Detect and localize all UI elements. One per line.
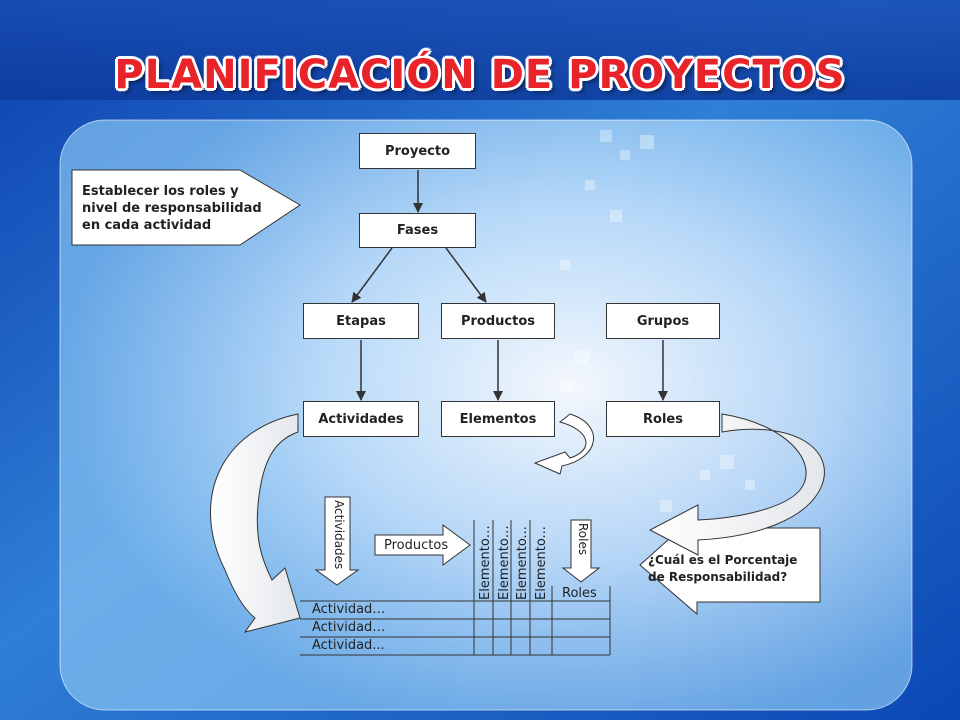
matrix-row-label: Actividad… bbox=[312, 620, 386, 635]
box-actividades: Actividades bbox=[303, 401, 419, 437]
curved-arrow-left bbox=[210, 413, 301, 633]
callout-right-line: de Responsabilidad? bbox=[648, 570, 788, 584]
callout-left-text: Establecer los roles y nivel de responsa… bbox=[82, 183, 262, 234]
box-proyecto: Proyecto bbox=[359, 133, 476, 169]
actividades-arrow-label: Actividades bbox=[332, 500, 346, 570]
connector-fases-etapas bbox=[351, 247, 393, 303]
roles-arrow bbox=[561, 519, 601, 583]
productos-arrow bbox=[374, 524, 471, 566]
matrix-column-header: Elemento… bbox=[497, 525, 512, 600]
box-etapas: Etapas bbox=[303, 303, 419, 339]
slide-title: PLANIFICACIÓN DE PROYECTOS bbox=[114, 52, 846, 98]
callout-right-line: ¿Cuál es el Porcentaje bbox=[648, 553, 798, 567]
matrix-roles-header: Roles bbox=[562, 586, 597, 601]
matrix-row-label: Actividad… bbox=[312, 602, 386, 617]
callout-left-line: Establecer los roles y bbox=[82, 184, 239, 199]
box-roles: Roles bbox=[606, 401, 720, 437]
roles-arrow-label: Roles bbox=[576, 523, 590, 556]
productos-arrow-label: Productos bbox=[384, 538, 449, 553]
callout-left-line: nivel de responsabilidad bbox=[82, 201, 262, 216]
box-grupos: Grupos bbox=[606, 303, 720, 339]
connector-fases-productos bbox=[445, 247, 487, 303]
actividades-arrow bbox=[314, 496, 360, 586]
curved-arrow-right bbox=[648, 413, 825, 556]
matrix-column-header: Elemento... bbox=[534, 526, 549, 600]
callout-left-shape bbox=[71, 169, 301, 246]
box-fases: Fases bbox=[359, 213, 476, 248]
matrix-column-header: Elemento… bbox=[478, 525, 493, 600]
box-elementos: Elementos bbox=[441, 401, 555, 437]
matrix-grid bbox=[300, 520, 611, 656]
matrix-column-header: Elemento... bbox=[515, 526, 530, 600]
matrix-row-label: Actividad... bbox=[312, 638, 385, 653]
box-productos: Productos bbox=[441, 303, 555, 339]
callout-right-text: ¿Cuál es el Porcentaje de Responsabilida… bbox=[648, 552, 797, 586]
callout-left-line: en cada actividad bbox=[82, 218, 212, 233]
curved-arrow-small bbox=[533, 413, 595, 475]
